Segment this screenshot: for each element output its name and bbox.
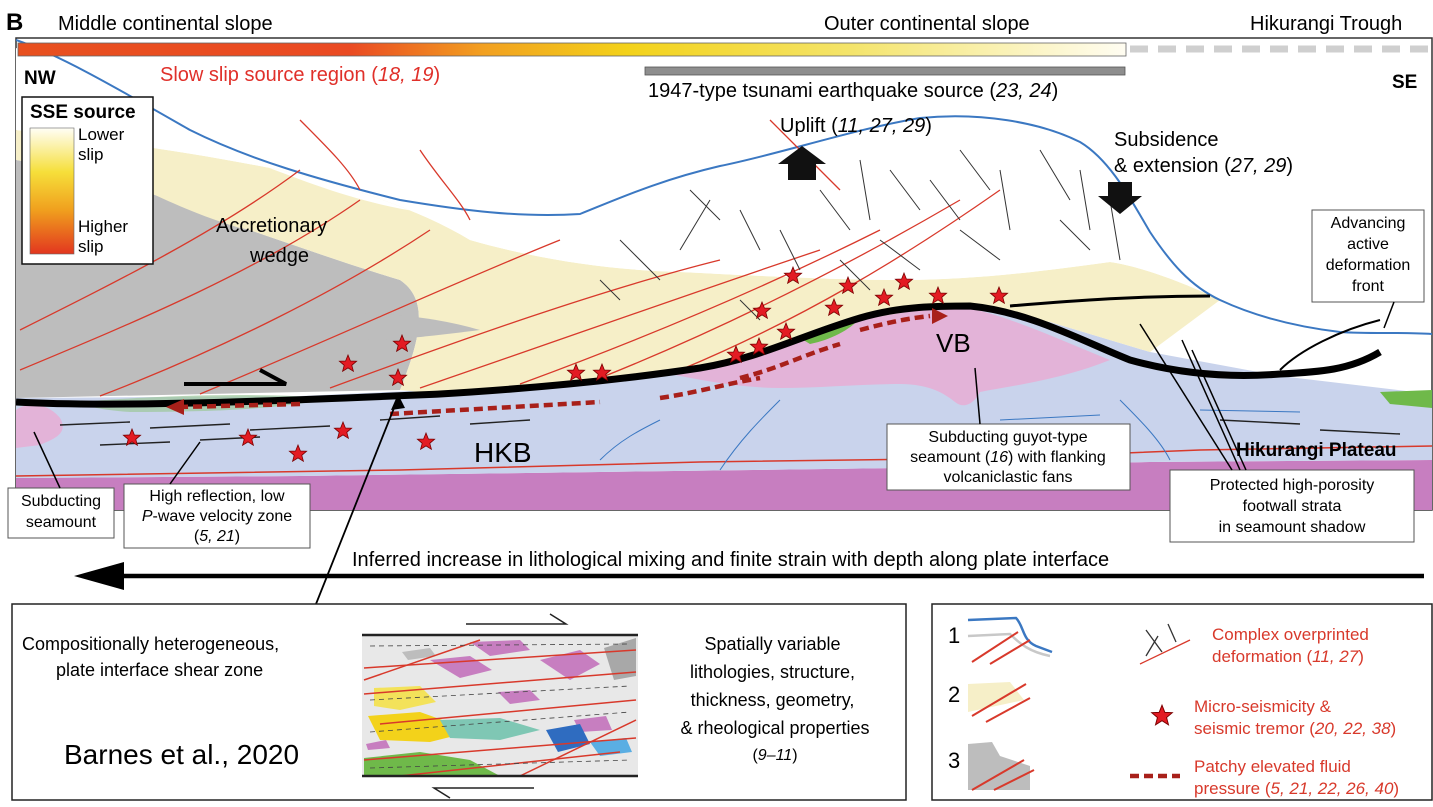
compass-nw: NW bbox=[24, 68, 56, 89]
sse-source-legend: SSE source Lower slip Higher slip bbox=[21, 96, 154, 265]
plate-blue-lines bbox=[599, 399, 1301, 471]
wedge-grey-mid bbox=[330, 313, 480, 340]
legend-complex-2: deformation (11, 27) bbox=[1212, 647, 1364, 666]
shear-left-1: Compositionally heterogeneous, bbox=[22, 634, 279, 654]
citation: Barnes et al., 2020 bbox=[64, 739, 299, 770]
shear-right-1: Spatially variable bbox=[704, 634, 840, 654]
slow-slip-label: Slow slip source region (18, 19) bbox=[160, 64, 440, 86]
hkb-label: HKB bbox=[474, 437, 532, 468]
main-panel: SSE source Lower slip Higher slip B Midd… bbox=[6, 9, 1433, 549]
svg-text:Spatially variable litho: Spatially variable lithologies, structur… bbox=[680, 634, 869, 738]
tsunami-source-bar bbox=[644, 66, 1126, 76]
sse-lower-1: Lower bbox=[78, 125, 125, 144]
front-line-2: active bbox=[1347, 236, 1389, 253]
complex-deformation-icon bbox=[1139, 623, 1191, 665]
inferred-label: Inferred increase in lithological mixing… bbox=[352, 549, 1109, 571]
svg-text:Subducting guyot-type: Subducting guyot-type bbox=[928, 429, 1087, 446]
legend-swatch-3 bbox=[968, 742, 1035, 791]
label-hikurangi-trough: Hikurangi Trough bbox=[1250, 13, 1402, 35]
wedge-label-1: Accretionary bbox=[216, 215, 327, 237]
plate-reflectors bbox=[59, 415, 1401, 446]
shear-zone-panel: Compositionally heterogeneous, plate int… bbox=[11, 603, 907, 801]
high-reflection-callout: High reflection, low P-wave velocity zon… bbox=[123, 441, 311, 549]
legend-complex-1: Complex overprinted bbox=[1212, 625, 1369, 644]
plateau-label: Hikurangi Plateau bbox=[1236, 440, 1397, 461]
legend-swatch-2 bbox=[968, 682, 1031, 723]
guyot-callout: Subducting guyot-type seamount (16) with… bbox=[886, 367, 1131, 491]
decollement-top bbox=[1009, 294, 1211, 308]
front-line-1: Advancing bbox=[1331, 215, 1406, 232]
legend-n1: 1 bbox=[948, 623, 960, 648]
wedge-label-2: wedge bbox=[249, 245, 309, 267]
sse-higher-2: slip bbox=[78, 237, 104, 256]
subsidence-label-2: & extension (27, 29) bbox=[1114, 155, 1293, 177]
deformation-front-callout: Advancing active deformation front bbox=[1311, 209, 1425, 329]
plate-red-boundary bbox=[16, 445, 1432, 477]
complex-deformation bbox=[599, 149, 1121, 321]
shear-left-2: plate interface shear zone bbox=[56, 660, 263, 680]
legend-swatch-1 bbox=[967, 616, 1053, 665]
sse-title: SSE source bbox=[30, 102, 136, 123]
slow-slip-gradient-bar bbox=[17, 42, 1127, 57]
legend-panel: 1 2 3 Complex overprinted deformation (1… bbox=[931, 603, 1433, 801]
shear-right-2: lithologies, structure, bbox=[690, 662, 855, 682]
shear-arrow-bottom-icon bbox=[431, 787, 534, 799]
svg-text:P-wave velocity zone: P-wave velocity zone bbox=[142, 508, 292, 525]
zoom-leader bbox=[315, 397, 399, 605]
fluid-pressure-dashes bbox=[179, 313, 931, 417]
legend-n3: 3 bbox=[948, 748, 960, 773]
legend-n2: 2 bbox=[948, 682, 960, 707]
shear-right-3: thickness, geometry, bbox=[691, 690, 855, 710]
green-patch-right bbox=[1380, 390, 1432, 408]
front-line-3: deformation bbox=[1326, 257, 1411, 274]
compass-se: SE bbox=[1392, 72, 1417, 93]
inferred-arrow: Inferred increase in lithological mixing… bbox=[74, 549, 1424, 590]
uplift-label: Uplift (11, 27, 29) bbox=[780, 115, 932, 137]
shear-sense-arrow-icon bbox=[184, 368, 287, 386]
shear-right-4: & rheological properties bbox=[680, 718, 869, 738]
seafloor-line bbox=[16, 39, 1432, 335]
label-outer-slope: Outer continental slope bbox=[824, 13, 1030, 35]
legend-micro-2: seismic tremor (20, 22, 38) bbox=[1194, 719, 1396, 738]
panel-letter: B bbox=[6, 9, 23, 36]
svg-text:(5, 21): (5, 21) bbox=[194, 528, 240, 545]
front-line-4: front bbox=[1352, 278, 1385, 295]
legend-patchy-2: pressure (5, 21, 22, 26, 40) bbox=[1194, 779, 1399, 798]
svg-text:volcaniclastic fans: volcaniclastic fans bbox=[944, 469, 1073, 486]
fluid-arrow-left bbox=[166, 399, 184, 415]
svg-text:High reflection, low: High reflection, low bbox=[149, 488, 285, 505]
sse-higher-1: Higher bbox=[78, 217, 128, 236]
slope-sediments bbox=[16, 48, 1220, 300]
subsidence-arrow-icon bbox=[1098, 182, 1142, 214]
frontal-thrust bbox=[1279, 319, 1381, 371]
plate-interface bbox=[16, 302, 1382, 408]
shear-right-refs: (9–11) bbox=[752, 747, 797, 764]
svg-text:seamount (16) with flanking: seamount (16) with flanking bbox=[910, 449, 1106, 466]
wedge-cream bbox=[16, 130, 1220, 392]
subsidence-label-1: Subsidence bbox=[1114, 129, 1219, 151]
sse-lower-2: slip bbox=[78, 145, 104, 164]
legend-patchy-1: Patchy elevated fluid bbox=[1194, 757, 1351, 776]
zoom-leader-head bbox=[391, 394, 405, 410]
tsunami-label: 1947-type tsunami earthquake source (23,… bbox=[648, 80, 1058, 102]
fluid-arrow-right bbox=[932, 308, 948, 324]
shear-zone-sketch bbox=[362, 613, 638, 799]
shear-arrow-top-icon bbox=[466, 613, 569, 625]
legend-micro-1: Micro-seismicity & bbox=[1194, 697, 1332, 716]
wedge-cream-upper bbox=[140, 188, 390, 250]
seamount-body bbox=[660, 303, 1110, 406]
uplift-arrow-icon bbox=[778, 146, 826, 180]
left-seamount bbox=[16, 404, 63, 448]
sse-gradient-swatch bbox=[29, 127, 75, 255]
label-middle-slope: Middle continental slope bbox=[58, 13, 273, 35]
vb-label: VB bbox=[936, 328, 971, 358]
